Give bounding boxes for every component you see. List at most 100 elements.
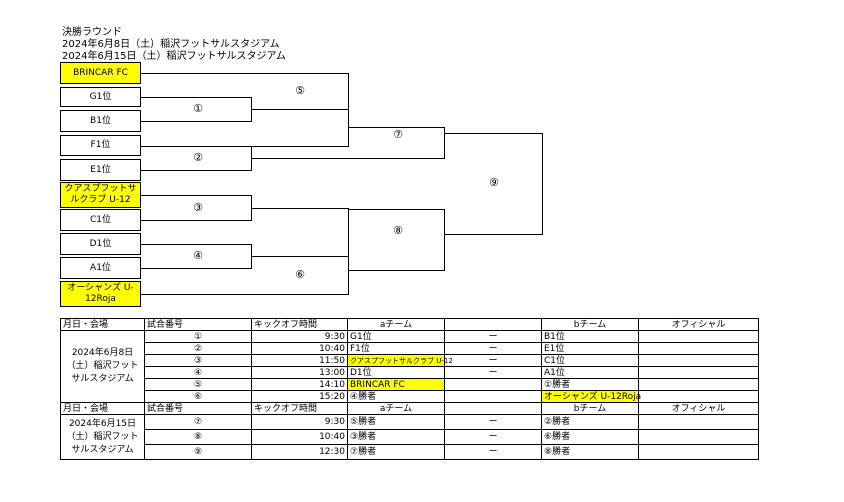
vs-mark bbox=[444, 378, 542, 391]
match-no: ① bbox=[144, 330, 252, 343]
vs-mark: ー bbox=[444, 354, 542, 367]
match-no: ④ bbox=[144, 366, 252, 379]
hdr-kickoff: キックオフ時間 bbox=[251, 318, 348, 331]
bracket-line bbox=[141, 170, 251, 171]
hdr-date-venue: 月日・会場 bbox=[60, 318, 145, 331]
kickoff-time: 9:30 bbox=[251, 414, 348, 430]
vs-mark: ー bbox=[444, 330, 542, 343]
b-team: ②勝者 bbox=[541, 414, 639, 430]
kickoff-time: 15:20 bbox=[251, 390, 348, 403]
team-slot-9: A1位 bbox=[60, 257, 141, 279]
match-no: ② bbox=[144, 342, 252, 355]
bracket-line bbox=[251, 158, 349, 159]
bracket-line bbox=[349, 158, 444, 159]
a-team: F1位 bbox=[347, 342, 445, 355]
kickoff-time: 10:40 bbox=[251, 342, 348, 355]
schedule-table: 月日・会場 試合番号 キックオフ時間 aチーム bチーム オフィシャル 2024… bbox=[60, 318, 759, 460]
kickoff-time: 11:50 bbox=[251, 354, 348, 367]
a-team: クアスプフットサルクラブ U-12 bbox=[347, 354, 453, 367]
match-no: ③ bbox=[144, 354, 252, 367]
hdr-official: オフィシャル bbox=[638, 402, 759, 415]
bracket-line bbox=[349, 127, 444, 128]
bracket-line bbox=[251, 256, 349, 257]
team-slot-7: C1位 bbox=[60, 209, 141, 231]
round-title: 決勝ラウンド bbox=[62, 27, 122, 38]
a-team: G1位 bbox=[347, 330, 445, 343]
bracket-line bbox=[141, 294, 349, 295]
bracket-line bbox=[141, 195, 251, 196]
match-no: ⑧ bbox=[144, 429, 252, 445]
team-slot-4: F1位 bbox=[60, 135, 141, 156]
hdr-official: オフィシャル bbox=[638, 318, 759, 331]
date-line-1: 2024年6月8日（土）稲沢フットサルスタジアム bbox=[62, 39, 280, 50]
hdr-match-no: 試合番号 bbox=[144, 318, 252, 331]
team-slot-10: オーシャンズ U-12Roja bbox=[60, 281, 141, 307]
kickoff-time: 9:30 bbox=[251, 330, 348, 343]
bracket-line bbox=[444, 209, 445, 271]
bracket-line bbox=[444, 127, 445, 159]
team-slot-6: クアスプフットサルクラブ U-12 bbox=[60, 182, 141, 208]
match-no: ⑤ bbox=[144, 378, 252, 391]
bracket-line bbox=[348, 73, 349, 110]
kickoff-time: 13:00 bbox=[251, 366, 348, 379]
match-no: ⑨ bbox=[144, 444, 252, 460]
venue-day2: 2024年6月15日（土）稲沢フットサルスタジアム bbox=[60, 414, 145, 460]
a-team: ③勝者 bbox=[347, 429, 445, 445]
match-label-4: ④ bbox=[193, 249, 203, 262]
hdr-date-venue: 月日・会場 bbox=[60, 402, 145, 415]
bracket-line bbox=[251, 146, 252, 171]
vs-mark: ー bbox=[444, 414, 542, 430]
kickoff-time: 10:40 bbox=[251, 429, 348, 445]
vs-mark: ー bbox=[444, 444, 542, 460]
b-team: E1位 bbox=[541, 342, 639, 355]
match-label-5: ⑤ bbox=[295, 84, 305, 97]
bracket-line bbox=[141, 97, 251, 98]
kickoff-time: 12:30 bbox=[251, 444, 348, 460]
match-no: ⑦ bbox=[144, 414, 252, 430]
bracket-line bbox=[141, 244, 251, 245]
bracket-line bbox=[141, 268, 251, 269]
match-label-9: ⑨ bbox=[489, 176, 499, 189]
b-team: オーシャンズ U-12Roja bbox=[541, 390, 641, 403]
match-label-6: ⑥ bbox=[295, 268, 305, 281]
venue-day1: 2024年6月8日（土）稲沢フットサルスタジアム bbox=[60, 330, 145, 403]
match-label-2: ② bbox=[193, 151, 203, 164]
hdr-a-team: aチーム bbox=[347, 318, 445, 331]
b-team: A1位 bbox=[541, 366, 639, 379]
b-team: ⑥勝者 bbox=[541, 429, 639, 445]
team-slot-8: D1位 bbox=[60, 233, 141, 255]
bracket-line bbox=[445, 234, 542, 235]
hdr-kickoff: キックオフ時間 bbox=[251, 402, 348, 415]
hdr-a-team: aチーム bbox=[347, 402, 445, 415]
team-slot-3: B1位 bbox=[60, 110, 141, 132]
bracket-line bbox=[251, 208, 349, 209]
kickoff-time: 14:10 bbox=[251, 378, 348, 391]
a-team: ⑤勝者 bbox=[347, 414, 445, 430]
bracket-line bbox=[348, 256, 349, 295]
match-label-3: ③ bbox=[193, 201, 203, 214]
match-label-7: ⑦ bbox=[393, 128, 403, 141]
b-team: ①勝者 bbox=[541, 378, 639, 391]
bracket-line bbox=[141, 146, 349, 147]
vs-mark: ー bbox=[444, 429, 542, 445]
match-label-8: ⑧ bbox=[393, 224, 403, 237]
match-label-1: ① bbox=[193, 102, 203, 115]
team-slot-2: G1位 bbox=[60, 87, 141, 107]
hdr-b-team: bチーム bbox=[541, 318, 639, 331]
bracket-line bbox=[349, 209, 444, 210]
vs-mark: ー bbox=[444, 366, 542, 379]
a-team: BRINCAR FC bbox=[347, 378, 445, 391]
bracket-line bbox=[445, 133, 542, 134]
bracket-line bbox=[348, 208, 349, 256]
bracket-line bbox=[141, 73, 349, 74]
a-team: ④勝者 bbox=[347, 390, 445, 403]
vs-mark: ー bbox=[444, 342, 542, 355]
bracket-line bbox=[141, 121, 251, 122]
hdr-match-no: 試合番号 bbox=[144, 402, 252, 415]
b-team: B1位 bbox=[541, 330, 639, 343]
b-team: ⑧勝者 bbox=[541, 444, 639, 460]
a-team: ⑦勝者 bbox=[347, 444, 445, 460]
a-team: D1位 bbox=[347, 366, 445, 379]
bracket-line bbox=[542, 133, 543, 235]
match-no: ⑥ bbox=[144, 390, 252, 403]
